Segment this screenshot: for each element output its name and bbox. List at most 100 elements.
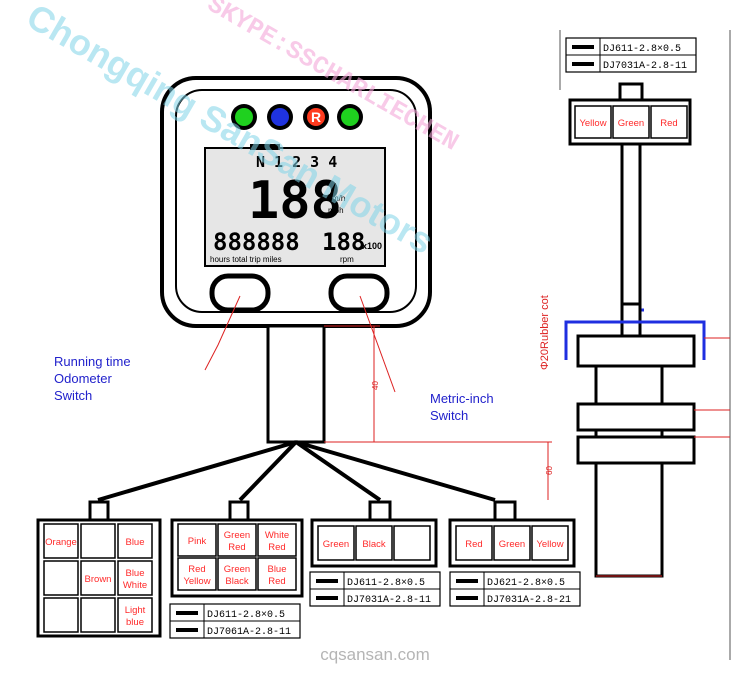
dimension-lines — [324, 325, 552, 500]
connector-tab — [368, 500, 392, 522]
lcd-screen — [204, 147, 386, 267]
connector-cell-label: Light — [125, 605, 146, 616]
indicator-label: R — [311, 109, 321, 125]
label-metric-inch: Metric-inch — [430, 391, 494, 406]
connector-cell — [531, 525, 569, 561]
legend-bar — [456, 579, 478, 583]
side-rubber-cot-outline — [564, 320, 706, 360]
dim-40-label: 40 — [371, 381, 380, 390]
wire-4 — [295, 440, 496, 502]
label-switch-right: Switch — [430, 408, 468, 423]
connector-cell-label: Orange — [45, 537, 77, 548]
dashboard-neck — [266, 324, 326, 444]
connector-cell — [257, 523, 297, 557]
connector-cell — [493, 525, 531, 561]
connector-tab — [88, 500, 110, 522]
connector-cell-label: Green — [323, 539, 349, 550]
indicator-lights: R — [231, 104, 363, 130]
legend-bar — [572, 62, 594, 66]
legend-part-1: DJ621-2.8×0.5 — [487, 578, 565, 589]
legend-bar — [316, 596, 338, 600]
connector-c2: PinkGreenRedWhiteRedRedYellowGreenBlackB… — [170, 500, 304, 598]
side-ring-1 — [576, 402, 696, 432]
connector-cell — [177, 523, 217, 557]
odometer-units: hours total trip miles — [210, 255, 282, 264]
connector-cell-label: Green — [224, 564, 250, 575]
label-running-time: Running time — [54, 354, 131, 369]
connector-cell-label: Black — [362, 539, 385, 550]
indicator-lamp — [341, 108, 359, 126]
legend-bar — [316, 579, 338, 583]
connector-cell-label: Red — [228, 542, 245, 553]
indicator-light-reverse: R — [303, 104, 329, 130]
connector-cell — [117, 523, 153, 559]
gear-display: N 1 2 3 4 — [256, 153, 337, 171]
connector-cell-label: blue — [126, 617, 144, 628]
dashboard: R N 1 2 3 4 188 km/h mph 888888 188 x100… — [160, 76, 432, 444]
connector-cell — [117, 560, 153, 596]
connector-cell — [455, 525, 493, 561]
speed-unit-mph: mph — [328, 206, 344, 215]
connector-cell — [355, 525, 393, 561]
odometer-digits: 888888 — [213, 228, 300, 256]
legend-part-1: DJ611-2.8×0.5 — [347, 578, 425, 589]
label-switch-left: Switch — [54, 388, 92, 403]
connector-cell — [80, 523, 116, 559]
connector-cell-label: Yellow — [536, 539, 563, 550]
side-body — [594, 364, 664, 578]
rpm-multiplier: x100 — [362, 241, 382, 251]
connector-cell — [217, 557, 257, 591]
wire-harness — [97, 440, 496, 502]
rpm-unit: rpm — [340, 255, 354, 264]
dashboard-inner-bezel — [175, 89, 417, 313]
connector-cell — [217, 523, 257, 557]
indicator-lamp — [307, 108, 325, 126]
connector-cell — [43, 560, 79, 596]
side-connector-cell — [650, 105, 688, 139]
connector-cell-label: Red — [188, 564, 205, 575]
indicator-lamp — [271, 108, 289, 126]
speed-digits: 188 — [248, 171, 342, 231]
connector-c3: Green Black — [310, 500, 438, 568]
side-connector-cell — [612, 105, 650, 139]
connector-cell-label: Yellow — [183, 576, 210, 587]
side-cable — [620, 142, 642, 306]
running-time-odometer-button[interactable] — [209, 273, 271, 313]
side-connector-cell — [574, 105, 612, 139]
connector-cell-label: Blue — [267, 564, 286, 575]
connector-cell-label: Green — [499, 539, 525, 550]
legend-bar — [176, 628, 198, 632]
connector-cell-label: Black — [225, 576, 248, 587]
side-ring-2 — [576, 435, 696, 465]
rpm-digits: 188 — [322, 228, 365, 256]
legend-part-1: DJ611-2.8×0.5 — [207, 610, 285, 621]
connector-cell — [257, 557, 297, 591]
connector-cell-label: White — [265, 530, 289, 541]
side-connector-tab — [618, 82, 644, 102]
side-connector-cell-label: Red — [660, 118, 677, 129]
indicator-light-blue-high-beam — [267, 104, 293, 130]
rubber-cot-label: Φ20Rubber cot — [539, 295, 551, 370]
connector-cell — [117, 597, 153, 633]
connector-cell — [80, 560, 116, 596]
connector-tab — [493, 500, 517, 522]
connector-cell — [80, 597, 116, 633]
legend-bar — [456, 596, 478, 600]
metric-inch-button[interactable] — [328, 273, 390, 313]
connector-cell — [317, 525, 355, 561]
legend-part-2: DJ7061A-2.8-11 — [207, 627, 291, 638]
legend-part-1: DJ611-2.8×0.5 — [603, 44, 681, 55]
watermark-website: cqsansan.com — [320, 645, 430, 664]
connector-cell — [43, 523, 79, 559]
lcd-top-tab — [250, 144, 280, 150]
label-odometer: Odometer — [54, 371, 112, 386]
legend-part-2: DJ7031A-2.8-21 — [487, 595, 571, 606]
connector-cell-label: Blue — [125, 568, 144, 579]
speed-unit-kmh: km/h — [328, 194, 345, 203]
